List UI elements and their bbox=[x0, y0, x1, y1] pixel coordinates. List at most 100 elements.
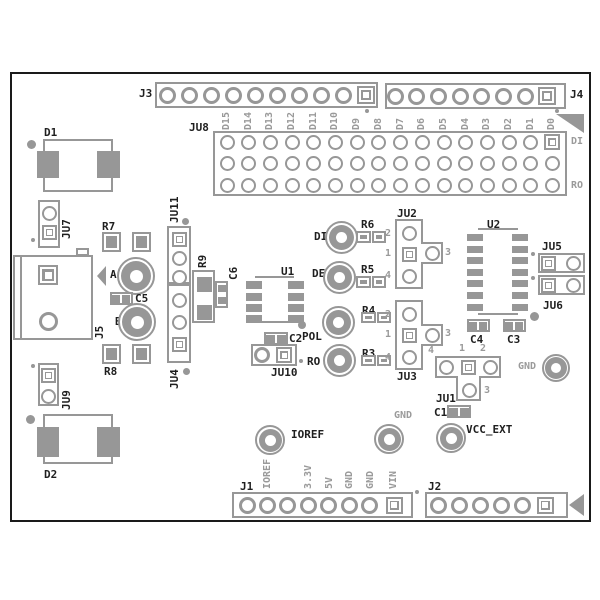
ju8-row2-pins-7 bbox=[349, 155, 365, 171]
ju2-label: JU2 bbox=[397, 207, 417, 220]
j5-square-pad-hole bbox=[44, 271, 52, 279]
ju8-row1-pins-11 bbox=[436, 134, 452, 150]
ju6-dot bbox=[531, 276, 535, 280]
ju8-row2-pins-11 bbox=[436, 155, 452, 171]
r4-pad-left bbox=[361, 312, 376, 323]
di-testpoint bbox=[324, 220, 358, 254]
ju1-pin3 bbox=[461, 382, 477, 398]
u2-silk-bottom bbox=[478, 313, 518, 315]
r5-pad-left bbox=[356, 276, 371, 288]
ju2-pin1-square-hole bbox=[406, 251, 412, 257]
ju8-row3-pins-1 bbox=[219, 177, 235, 193]
d3-label: D3 bbox=[481, 117, 492, 130]
j1-gnd1-label: GND bbox=[344, 470, 355, 489]
ju8-row2-pins-8 bbox=[371, 155, 387, 171]
u1-silk-top bbox=[255, 276, 294, 278]
ju8-row3-pins-9 bbox=[393, 177, 409, 193]
c2-pad-right bbox=[277, 335, 286, 343]
ju8-row3-pins-5 bbox=[306, 177, 322, 193]
c6-pad-top bbox=[218, 285, 226, 292]
ju1-pin1-square bbox=[460, 359, 476, 375]
ju9-asterisk bbox=[31, 364, 35, 368]
j1-pins-3 bbox=[279, 496, 297, 514]
d2-pad-right bbox=[97, 427, 120, 457]
j3-pins-2 bbox=[180, 86, 198, 104]
a-label: A bbox=[110, 268, 117, 281]
ju8-row1-pins-4 bbox=[284, 134, 300, 150]
gnd-mid-testpoint bbox=[374, 424, 404, 454]
ju1-label: JU1 bbox=[436, 392, 456, 405]
c1-label: C1 bbox=[434, 406, 448, 419]
r8-pad-right bbox=[132, 344, 151, 364]
ju8-row3-pins-2 bbox=[241, 177, 257, 193]
ju8-row3-pins-16 bbox=[545, 177, 560, 193]
ju4-pin3-square bbox=[171, 336, 187, 352]
ju1-pin1-label: 1 bbox=[459, 343, 466, 354]
ju8-row2-pins-6 bbox=[328, 155, 343, 171]
ju6-label: JU6 bbox=[543, 299, 563, 312]
ju8-row3-pins-14 bbox=[501, 177, 517, 193]
ju8-row1-pins-8 bbox=[371, 134, 387, 150]
d4-label: D4 bbox=[460, 117, 471, 130]
u1-pad-l4 bbox=[246, 315, 262, 323]
j3-pins-9 bbox=[335, 86, 353, 104]
d0-net-label: D0 bbox=[546, 117, 557, 130]
j3-pins-1 bbox=[158, 86, 176, 104]
gnd-right-testpoint-hole bbox=[551, 363, 561, 373]
u2-pad-l3 bbox=[467, 257, 483, 264]
ju9-pin1-square bbox=[40, 367, 56, 383]
de-testpoint-ring bbox=[326, 264, 352, 290]
ju8-row1-pins-6 bbox=[328, 134, 343, 150]
r3-label: R3 bbox=[362, 347, 376, 360]
u1-label: U1 bbox=[281, 265, 295, 278]
j1-ioref-label: IOREF bbox=[262, 458, 273, 489]
ju3-pin4-label: 4 bbox=[385, 352, 392, 363]
ju8-row3-pins-3 bbox=[262, 177, 278, 193]
ju3-pin2 bbox=[401, 306, 417, 322]
j2-square-pin-hole bbox=[542, 502, 548, 508]
ju7-asterisk bbox=[31, 238, 35, 242]
ju2-pin1-square bbox=[401, 246, 417, 262]
r8-label: R8 bbox=[104, 365, 118, 378]
ju9-pin1-square-hole bbox=[45, 372, 51, 378]
r5-label: R5 bbox=[361, 263, 375, 276]
j2-pins-1 bbox=[429, 496, 447, 514]
ju8-row2-pins-9 bbox=[393, 155, 409, 171]
vcc-ext-testpoint-ring bbox=[439, 426, 463, 450]
ioref-testpoint bbox=[255, 425, 285, 455]
u2-pad-r3 bbox=[512, 257, 528, 264]
u2-pad-l6 bbox=[467, 292, 483, 299]
c1-pad-right bbox=[460, 408, 469, 416]
ju2-pin2-label: 2 bbox=[385, 228, 392, 239]
pol-testpoint bbox=[321, 305, 355, 339]
ju10-pin2-square-hole bbox=[281, 352, 287, 358]
u2-silk-top bbox=[478, 228, 518, 230]
j2-label: J2 bbox=[428, 480, 442, 493]
d2-net-label: D2 bbox=[503, 117, 514, 130]
ju4-pin2 bbox=[171, 314, 187, 330]
j2-pins-3 bbox=[471, 496, 489, 514]
u2-pad-l5 bbox=[467, 280, 483, 287]
b-testpoint-ring bbox=[122, 307, 152, 337]
ju5-label: JU5 bbox=[542, 240, 562, 253]
j1-3v3-label: 3.3V bbox=[303, 464, 314, 489]
ju5-pin2 bbox=[565, 255, 581, 271]
u1-pad-r3 bbox=[288, 304, 304, 312]
d1-net-label: D1 bbox=[525, 117, 536, 130]
ju1-pin2 bbox=[482, 359, 498, 375]
r7-pad-right bbox=[132, 232, 151, 252]
d7-label: D7 bbox=[395, 117, 406, 130]
ju8-row3-pins-4 bbox=[284, 177, 300, 193]
ju9-pin2 bbox=[40, 388, 56, 404]
u2-pad-r2 bbox=[512, 246, 528, 253]
u2-pad-l2 bbox=[467, 246, 483, 253]
r9-pad-top bbox=[197, 277, 212, 292]
ju11-pin1-square-hole bbox=[176, 236, 182, 242]
ju10-asterisk bbox=[299, 359, 303, 363]
ioref-label: IOREF bbox=[291, 428, 325, 441]
u2-pin1-dot bbox=[529, 311, 539, 321]
r7-pad-left bbox=[102, 232, 121, 252]
u1-pad-l3 bbox=[246, 304, 262, 312]
gnd-right-label: GND bbox=[518, 361, 537, 372]
